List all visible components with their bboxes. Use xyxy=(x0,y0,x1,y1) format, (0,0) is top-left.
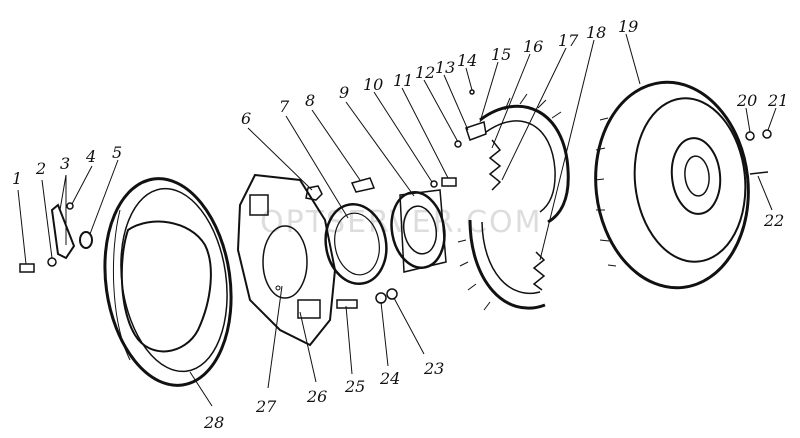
label-10: 10 xyxy=(363,75,383,94)
part-20-nut xyxy=(745,131,755,141)
label-9: 9 xyxy=(339,83,349,102)
label-12: 12 xyxy=(415,63,435,82)
part-16-upper-brake-shoe xyxy=(479,93,570,224)
label-16: 16 xyxy=(523,37,543,56)
label-25: 25 xyxy=(344,377,365,396)
label-6: 6 xyxy=(241,109,251,128)
label-8: 8 xyxy=(305,91,315,110)
label-5: 5 xyxy=(112,143,122,162)
label-27: 27 xyxy=(255,397,277,416)
label-15: 15 xyxy=(491,45,511,64)
part-10-washer xyxy=(430,180,438,188)
part-25-pin xyxy=(336,299,358,309)
label-17: 17 xyxy=(558,31,579,50)
part-14-screw xyxy=(469,89,475,95)
label-4: 4 xyxy=(85,147,96,166)
part-21-nut xyxy=(762,129,772,139)
label-19: 19 xyxy=(618,17,638,36)
part-18-lower-brake-shoe xyxy=(457,219,546,311)
label-18: 18 xyxy=(586,23,606,42)
part-2-washer xyxy=(47,257,57,267)
part-11-bolt xyxy=(441,177,457,187)
label-14: 14 xyxy=(457,51,477,70)
label-21: 21 xyxy=(767,91,788,110)
part-26-anchor-plate xyxy=(236,173,337,347)
part-17-return-springs xyxy=(488,139,546,291)
part-5-ring xyxy=(79,231,93,249)
label-13: 13 xyxy=(435,58,455,77)
callout-labels: 1 2 3 4 5 6 7 8 9 10 11 12 13 14 15 16 1… xyxy=(12,17,788,432)
label-26: 26 xyxy=(306,387,327,406)
label-1: 1 xyxy=(12,169,22,188)
part-24-washer xyxy=(375,292,387,304)
part-1-bolt xyxy=(19,263,35,273)
part-7-gasket xyxy=(324,203,388,285)
part-15-clip xyxy=(465,121,487,141)
part-22-stud xyxy=(749,171,769,175)
part-3-lever xyxy=(50,203,76,260)
label-3: 3 xyxy=(60,154,70,173)
leader-lines xyxy=(17,33,777,407)
part-6-nut xyxy=(305,185,323,201)
label-23: 23 xyxy=(423,359,444,378)
label-11: 11 xyxy=(393,71,413,90)
label-20: 20 xyxy=(736,91,757,110)
part-19-brake-drum xyxy=(594,80,750,290)
label-7: 7 xyxy=(279,97,290,116)
part-28-backing-cover xyxy=(103,177,233,387)
small-hardware xyxy=(19,89,772,309)
label-28: 28 xyxy=(203,413,224,432)
part-8-eccentric xyxy=(350,177,376,193)
part-4-pin xyxy=(66,202,74,210)
label-22: 22 xyxy=(763,211,784,230)
label-2: 2 xyxy=(35,159,46,178)
part-23-washer xyxy=(386,288,398,300)
label-24: 24 xyxy=(379,369,400,388)
